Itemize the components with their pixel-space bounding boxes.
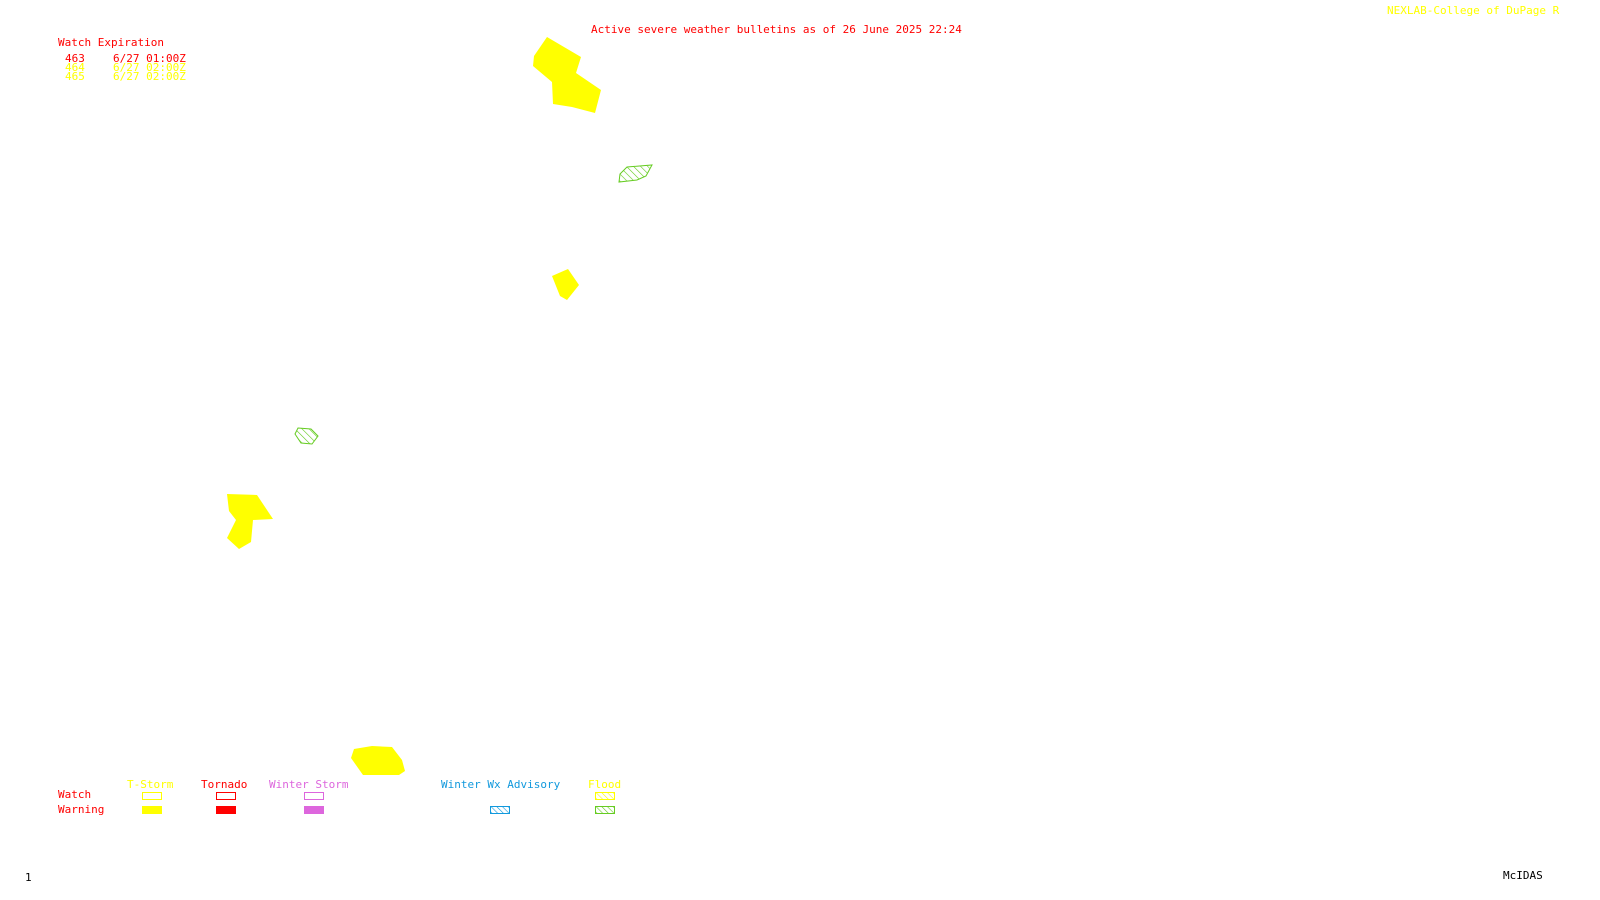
frame-number: 1 [25, 871, 32, 884]
credit-label: NEXLAB-College of DuPage R [1387, 4, 1560, 17]
legend-swatch-winter-storm-warning [304, 806, 324, 814]
tstorm-warning-polygon [351, 746, 405, 775]
legend-swatch-winter-wx-advisory [490, 806, 510, 814]
legend-label-tstorm: T-Storm [127, 778, 174, 791]
legend-row-label-warning: Warning [58, 803, 105, 816]
legend-swatch-tstorm-watch [142, 792, 162, 800]
legend-label-winter-storm: Winter Storm [269, 778, 349, 791]
tstorm-warning-polygon [533, 37, 601, 113]
software-label: McIDAS [1503, 869, 1543, 882]
legend-label-flood: Flood [588, 778, 622, 791]
legend-swatch-flood-warning [595, 806, 615, 814]
watch-expires: 6/27 02:00Z [113, 61, 186, 74]
legend-swatch-flood-watch [595, 792, 615, 800]
watch-id: 465 [65, 70, 85, 83]
legend-swatch-tstorm-warning [142, 806, 162, 814]
legend-swatch-tornado-warning [216, 806, 236, 814]
legend-swatch-tornado-watch [216, 792, 236, 800]
legend-label-winter-wx-advisory: Winter Wx Advisory [441, 778, 561, 791]
watch-expires: 6/27 01:00Z [113, 52, 186, 65]
legend-label-tornado: Tornado [201, 778, 248, 791]
bulletin-title: Active severe weather bulletins as of 26… [591, 23, 962, 36]
watch-id: 463 [65, 52, 85, 65]
flood-warning-polygon [294, 427, 319, 445]
flood-warning-polygon [618, 164, 653, 183]
legend-row-label-watch: Watch [58, 788, 92, 801]
legend-swatch-winter-storm-watch [304, 792, 324, 800]
tstorm-warning-polygon [227, 494, 273, 549]
watch-expiration-heading: Watch Expiration [58, 36, 164, 49]
watch-expires: 6/27 02:00Z [113, 70, 186, 83]
tstorm-warning-polygon [552, 269, 579, 300]
watch-id: 464 [65, 61, 85, 74]
